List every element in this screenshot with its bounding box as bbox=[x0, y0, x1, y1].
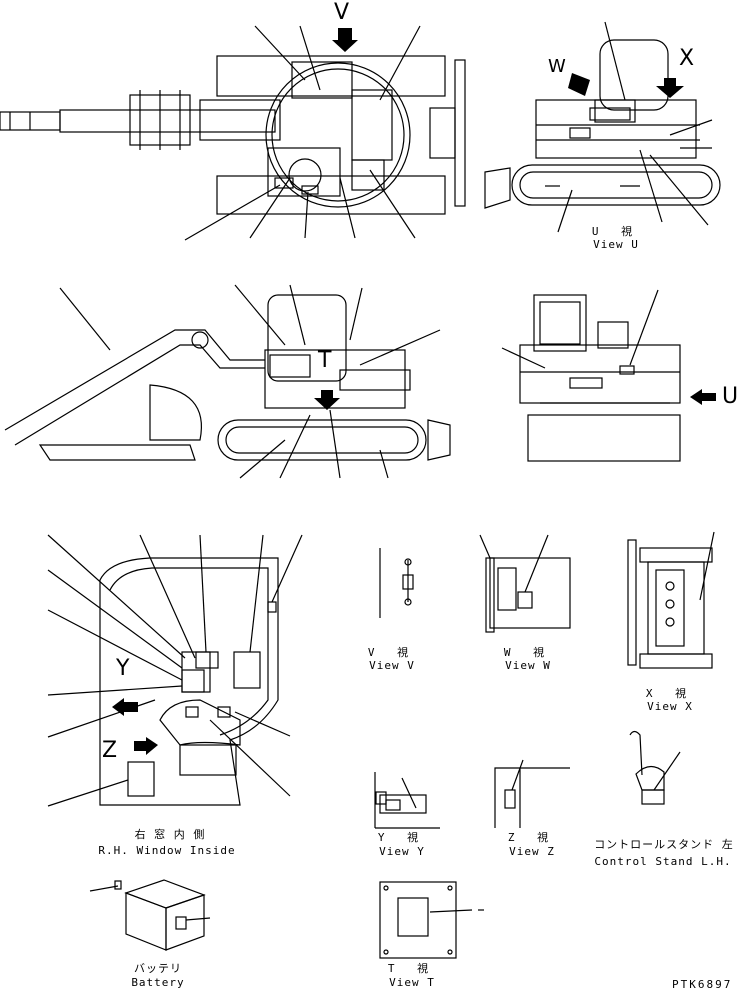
view-letter-w: W bbox=[548, 56, 566, 77]
view-letter-v: V bbox=[334, 0, 350, 25]
caption-battery-en: Battery bbox=[131, 976, 185, 989]
view-y bbox=[374, 772, 440, 829]
control-stand-lh bbox=[629, 730, 681, 805]
caption-view-w-jp: W 視 bbox=[503, 646, 553, 659]
view-w bbox=[479, 534, 571, 633]
caption-view-x-jp: X 視 bbox=[645, 687, 695, 700]
caption-view-u-en: View U bbox=[593, 238, 639, 251]
caption-rh-window-jp: 右 窓 内 側 bbox=[134, 828, 206, 841]
view-t bbox=[379, 881, 484, 959]
top-view-excavator bbox=[0, 25, 466, 241]
rh-window-inside bbox=[47, 534, 303, 807]
caption-view-w-en: View W bbox=[505, 659, 551, 672]
caption-view-x-en: View X bbox=[647, 700, 693, 713]
view-letter-u: U bbox=[722, 384, 739, 409]
view-letter-x: X bbox=[679, 46, 695, 71]
view-x bbox=[627, 531, 715, 669]
battery-diagram bbox=[89, 879, 211, 951]
caption-view-y-jp: Y 視 bbox=[377, 831, 427, 844]
view-v bbox=[379, 548, 414, 618]
caption-battery-jp: バッテリ bbox=[134, 962, 182, 975]
caption-view-v-jp: V 視 bbox=[367, 646, 417, 659]
caption-view-u-jp: U 視 bbox=[591, 225, 641, 238]
caption-control-stand-en: Control Stand L.H. bbox=[594, 855, 732, 868]
side-view-left bbox=[4, 284, 451, 479]
arrow-v bbox=[332, 28, 358, 52]
caption-view-y-en: View Y bbox=[379, 845, 425, 858]
caption-view-z-en: View Z bbox=[509, 845, 555, 858]
drawing-code: PTK6897 bbox=[672, 978, 733, 991]
view-letter-t: T bbox=[318, 348, 332, 373]
caption-view-t-en: View T bbox=[389, 976, 435, 989]
caption-view-z-jp: Z 視 bbox=[507, 831, 557, 844]
view-letter-y: Y bbox=[116, 656, 130, 681]
rear-view bbox=[501, 289, 716, 462]
caption-control-stand-jp: コントロールスタンド 左 bbox=[594, 838, 734, 851]
side-view-u bbox=[484, 21, 721, 233]
caption-view-v-en: View V bbox=[369, 659, 415, 672]
caption-rh-window-en: R.H. Window Inside bbox=[98, 844, 236, 857]
view-letter-z: Z bbox=[102, 738, 118, 763]
view-z bbox=[494, 759, 570, 828]
caption-view-t-jp: T 視 bbox=[387, 962, 437, 975]
